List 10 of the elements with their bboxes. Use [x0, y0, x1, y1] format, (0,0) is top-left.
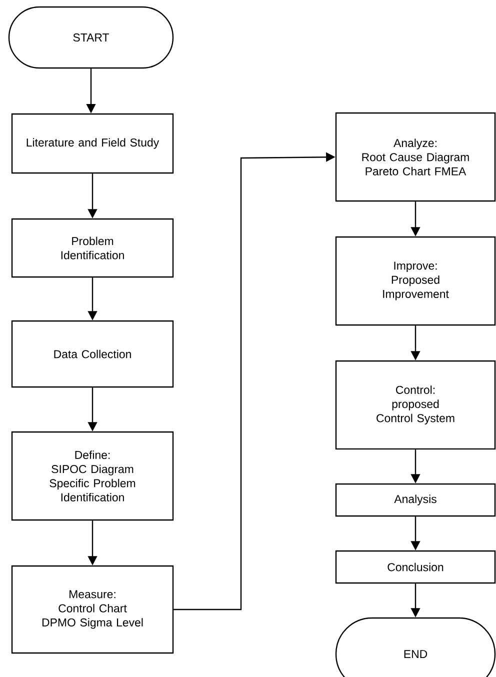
process-box: Analyze: Root Cause Diagram Pareto Chart FMEA — [335, 112, 496, 202]
process-box: Conclusion — [335, 550, 496, 584]
process-box: Analysis — [335, 483, 496, 517]
process-box: Literature and Field Study — [11, 113, 174, 174]
process-box: Improve: Proposed Improvement — [335, 236, 496, 326]
process-box: Problem Identification — [11, 218, 174, 278]
process-box: Measure: Control Chart DPMO Sigma Level — [11, 565, 174, 654]
process-box: Data Collection — [11, 320, 174, 388]
process-box: Define: SIPOC Diagram Specific Problem Identification — [11, 431, 174, 521]
process-box: Control: proposed Control System — [335, 360, 496, 450]
